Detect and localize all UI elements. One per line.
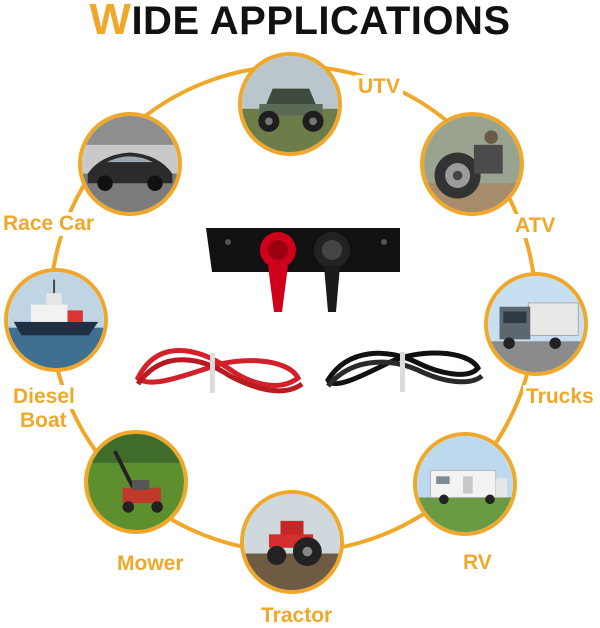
label-rv: RV: [460, 551, 495, 575]
utv-image: [238, 52, 342, 156]
label-diesel-boat-line2: Boat: [17, 409, 70, 433]
utv-icon: [242, 56, 338, 152]
product-image: [118, 218, 498, 418]
atv-icon: [424, 116, 520, 212]
title-rest: IDE APPLICATIONS: [131, 0, 511, 43]
label-race-car: Race Car: [0, 212, 98, 236]
mower-icon: [88, 434, 184, 530]
race-car-image: [78, 112, 182, 216]
rv-icon: [417, 436, 513, 532]
truck-icon: [488, 276, 584, 372]
tractor-icon: [244, 494, 340, 590]
diesel-boat-image: [4, 268, 108, 372]
label-mower: Mower: [114, 552, 187, 576]
label-atv: ATV: [512, 214, 559, 238]
label-trucks: Trucks: [523, 385, 597, 409]
atv-image: [420, 112, 524, 216]
label-diesel-boat-line1: Diesel: [10, 385, 78, 409]
mower-image: [84, 430, 188, 534]
race-car-icon: [82, 116, 178, 212]
boat-icon: [8, 272, 104, 368]
title-first-letter: W: [89, 0, 132, 44]
power-socket-panel-icon: [134, 228, 484, 394]
label-utv: UTV: [355, 75, 403, 99]
tractor-image: [240, 490, 344, 594]
label-tractor: Tractor: [258, 604, 336, 628]
page-title: WIDE APPLICATIONS: [0, 0, 600, 44]
rv-image: [413, 432, 517, 536]
trucks-image: [484, 272, 588, 376]
